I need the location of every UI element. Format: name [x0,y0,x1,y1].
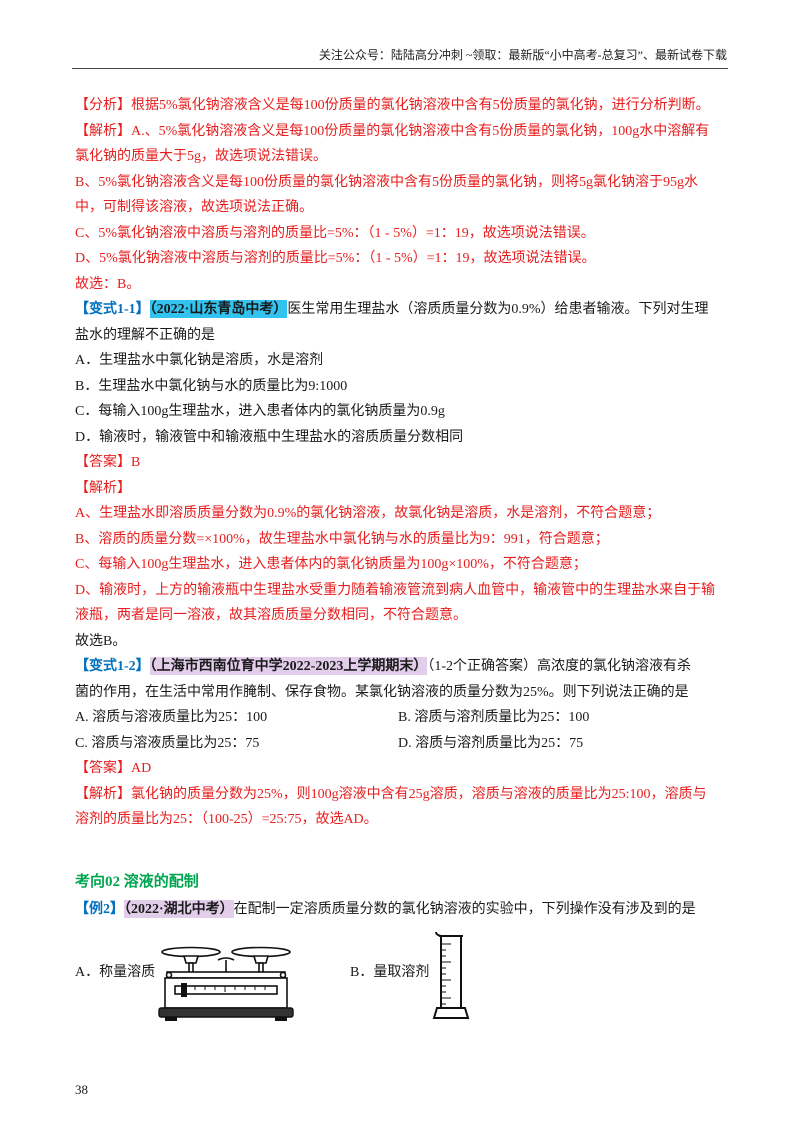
source-tag: （2022·湖北中考） [124,900,234,918]
option-d: D．输液时，输液管中和输液瓶中生理盐水的溶质质量分数相同 [75,429,464,445]
section-heading: 考向02 溶液的配制 [75,874,199,890]
explanation-line: D、输液时，上方的输液瓶中生理盐水受重力随着输液管流到病人血管中，输液管中的生理… [75,582,716,598]
option-a-label: A．称量溶质 [75,965,156,980]
option-a: A. 溶质与溶液质量比为25：100 [75,710,268,725]
variant-label: 【变式1-1】 [75,302,150,317]
stem-text: 菌的作用，在生活中常用作腌制、保存食物。某氯化钠溶液的质量分数为25%。则下列说… [75,684,689,700]
options-row: A. 溶质与溶液质量比为25：100 B. 溶质与溶剂质量比为25：100 [75,705,727,731]
variant-label: 【变式1-2】 [75,659,150,674]
header-divider [72,68,728,69]
page-header: 关注公众号：陆陆高分冲刺 ~领取：最新版“小中高考-总复习”、最新试卷下载 [318,48,727,62]
graduated-cylinder-icon [432,931,470,1019]
explanation-line: B、溶质的质量分数=×100%，故生理盐水中氯化钠与水的质量比为9：991，符合… [75,531,609,547]
explanation-line: 【解析】氯化钠的质量分数为25%，则100g溶液中含有25g溶质，溶质与溶液的质… [75,786,707,802]
example-2-stem: 【例2】（2022·湖北中考）在配制一定溶质质量分数的氯化钠溶液的实验中，下列操… [75,897,727,923]
option-b: B. 溶质与溶剂质量比为25：100 [398,710,590,725]
explanation-label: 【解析】 [75,480,131,496]
solution-line: 中，可制得该溶液，故选项说法正确。 [75,200,313,215]
stem-text: 盐水的理解不正确的是 [75,327,215,343]
explanation-line: 液瓶，两者是同一溶液，故其溶质质量分数相同，不符合题意。 [75,608,467,623]
analysis-line: 【分析】根据5%氯化钠溶液含义是每100份质量的氯化钠溶液中含有5份质量的氯化钠… [75,98,710,113]
explanation-line: A、生理盐水即溶质质量分数为0.9%的氯化钠溶液，故氯化钠是溶质，水是溶剂，不符… [75,506,661,521]
page-number: 38 [75,1082,88,1097]
stem-text: 在配制一定溶质质量分数的氯化钠溶液的实验中，下列操作没有涉及到的是 [233,902,696,917]
option-c: C．每输入100g生理盐水，进入患者体内的氯化钠质量为0.9g [75,404,445,419]
balance-icon [158,946,294,1021]
option-b: B．生理盐水中氯化钠与水的质量比为9:1000 [75,378,348,394]
option-d: D. 溶质与溶剂质量比为25：75 [398,735,584,751]
solution-line: 【解析】A.、5%氯化钠溶液含义是每100份质量的氯化钠溶液中含有5份质量的氯化… [75,123,710,139]
main-content: 【分析】根据5%氯化钠溶液含义是每100份质量的氯化钠溶液中含有5份质量的氯化钠… [75,93,727,833]
conclusion-line: 故选B。 [75,633,127,649]
variant-1-1-stem: 【变式1-1】（2022·山东青岛中考）医生常用生理盐水（溶质质量分数为0.9%… [75,297,727,323]
solution-line: C、5%氯化钠溶液中溶质与溶剂的质量比=5%：（1 - 5%）=1：19，故选项… [75,225,595,241]
source-tag: （上海市西南位育中学2022-2023上学期期末） [149,657,428,675]
stem-text: （1-2个正确答案）高浓度的氯化钠溶液有杀 [427,659,692,674]
solution-conclusion: 故选：B。 [75,276,141,292]
option-c: C. 溶质与溶液质量比为25：75 [75,735,260,751]
variant-1-2-stem: 【变式1-2】（上海市西南位育中学2022-2023上学期期末）（1-2个正确答… [75,654,727,680]
options-row: C. 溶质与溶液质量比为25：75 D. 溶质与溶剂质量比为25：75 [75,731,727,757]
solution-line: 氯化钠的质量大于5g，故选项说法错误。 [75,149,327,164]
example-label: 【例2】 [75,902,124,917]
explanation-line: 溶剂的质量比为25：（100-25）=25:75，故选AD。 [75,812,378,827]
stem-text: 医生常用生理盐水（溶质质量分数为0.9%）给患者输液。下列对生理 [287,302,709,317]
solution-line: B、5%氯化钠溶液含义是每100份质量的氯化钠溶液中含有5份质量的氯化钠，则将5… [75,174,698,190]
source-tag: （2022·山东青岛中考） [149,300,288,318]
option-a: A．生理盐水中氯化钠是溶质，水是溶剂 [75,353,324,368]
solution-line: D、5%氯化钠溶液中溶质与溶剂的质量比=5%：（1 - 5%）=1：19，故选项… [75,251,596,266]
option-b-label: B．量取溶剂 [350,965,430,980]
explanation-line: C、每输入100g生理盐水，进入患者体内的氯化钠质量为100g×100%，不符合… [75,557,587,572]
answer-line: 【答案】B [75,455,141,470]
answer-line: 【答案】AD [75,761,152,776]
